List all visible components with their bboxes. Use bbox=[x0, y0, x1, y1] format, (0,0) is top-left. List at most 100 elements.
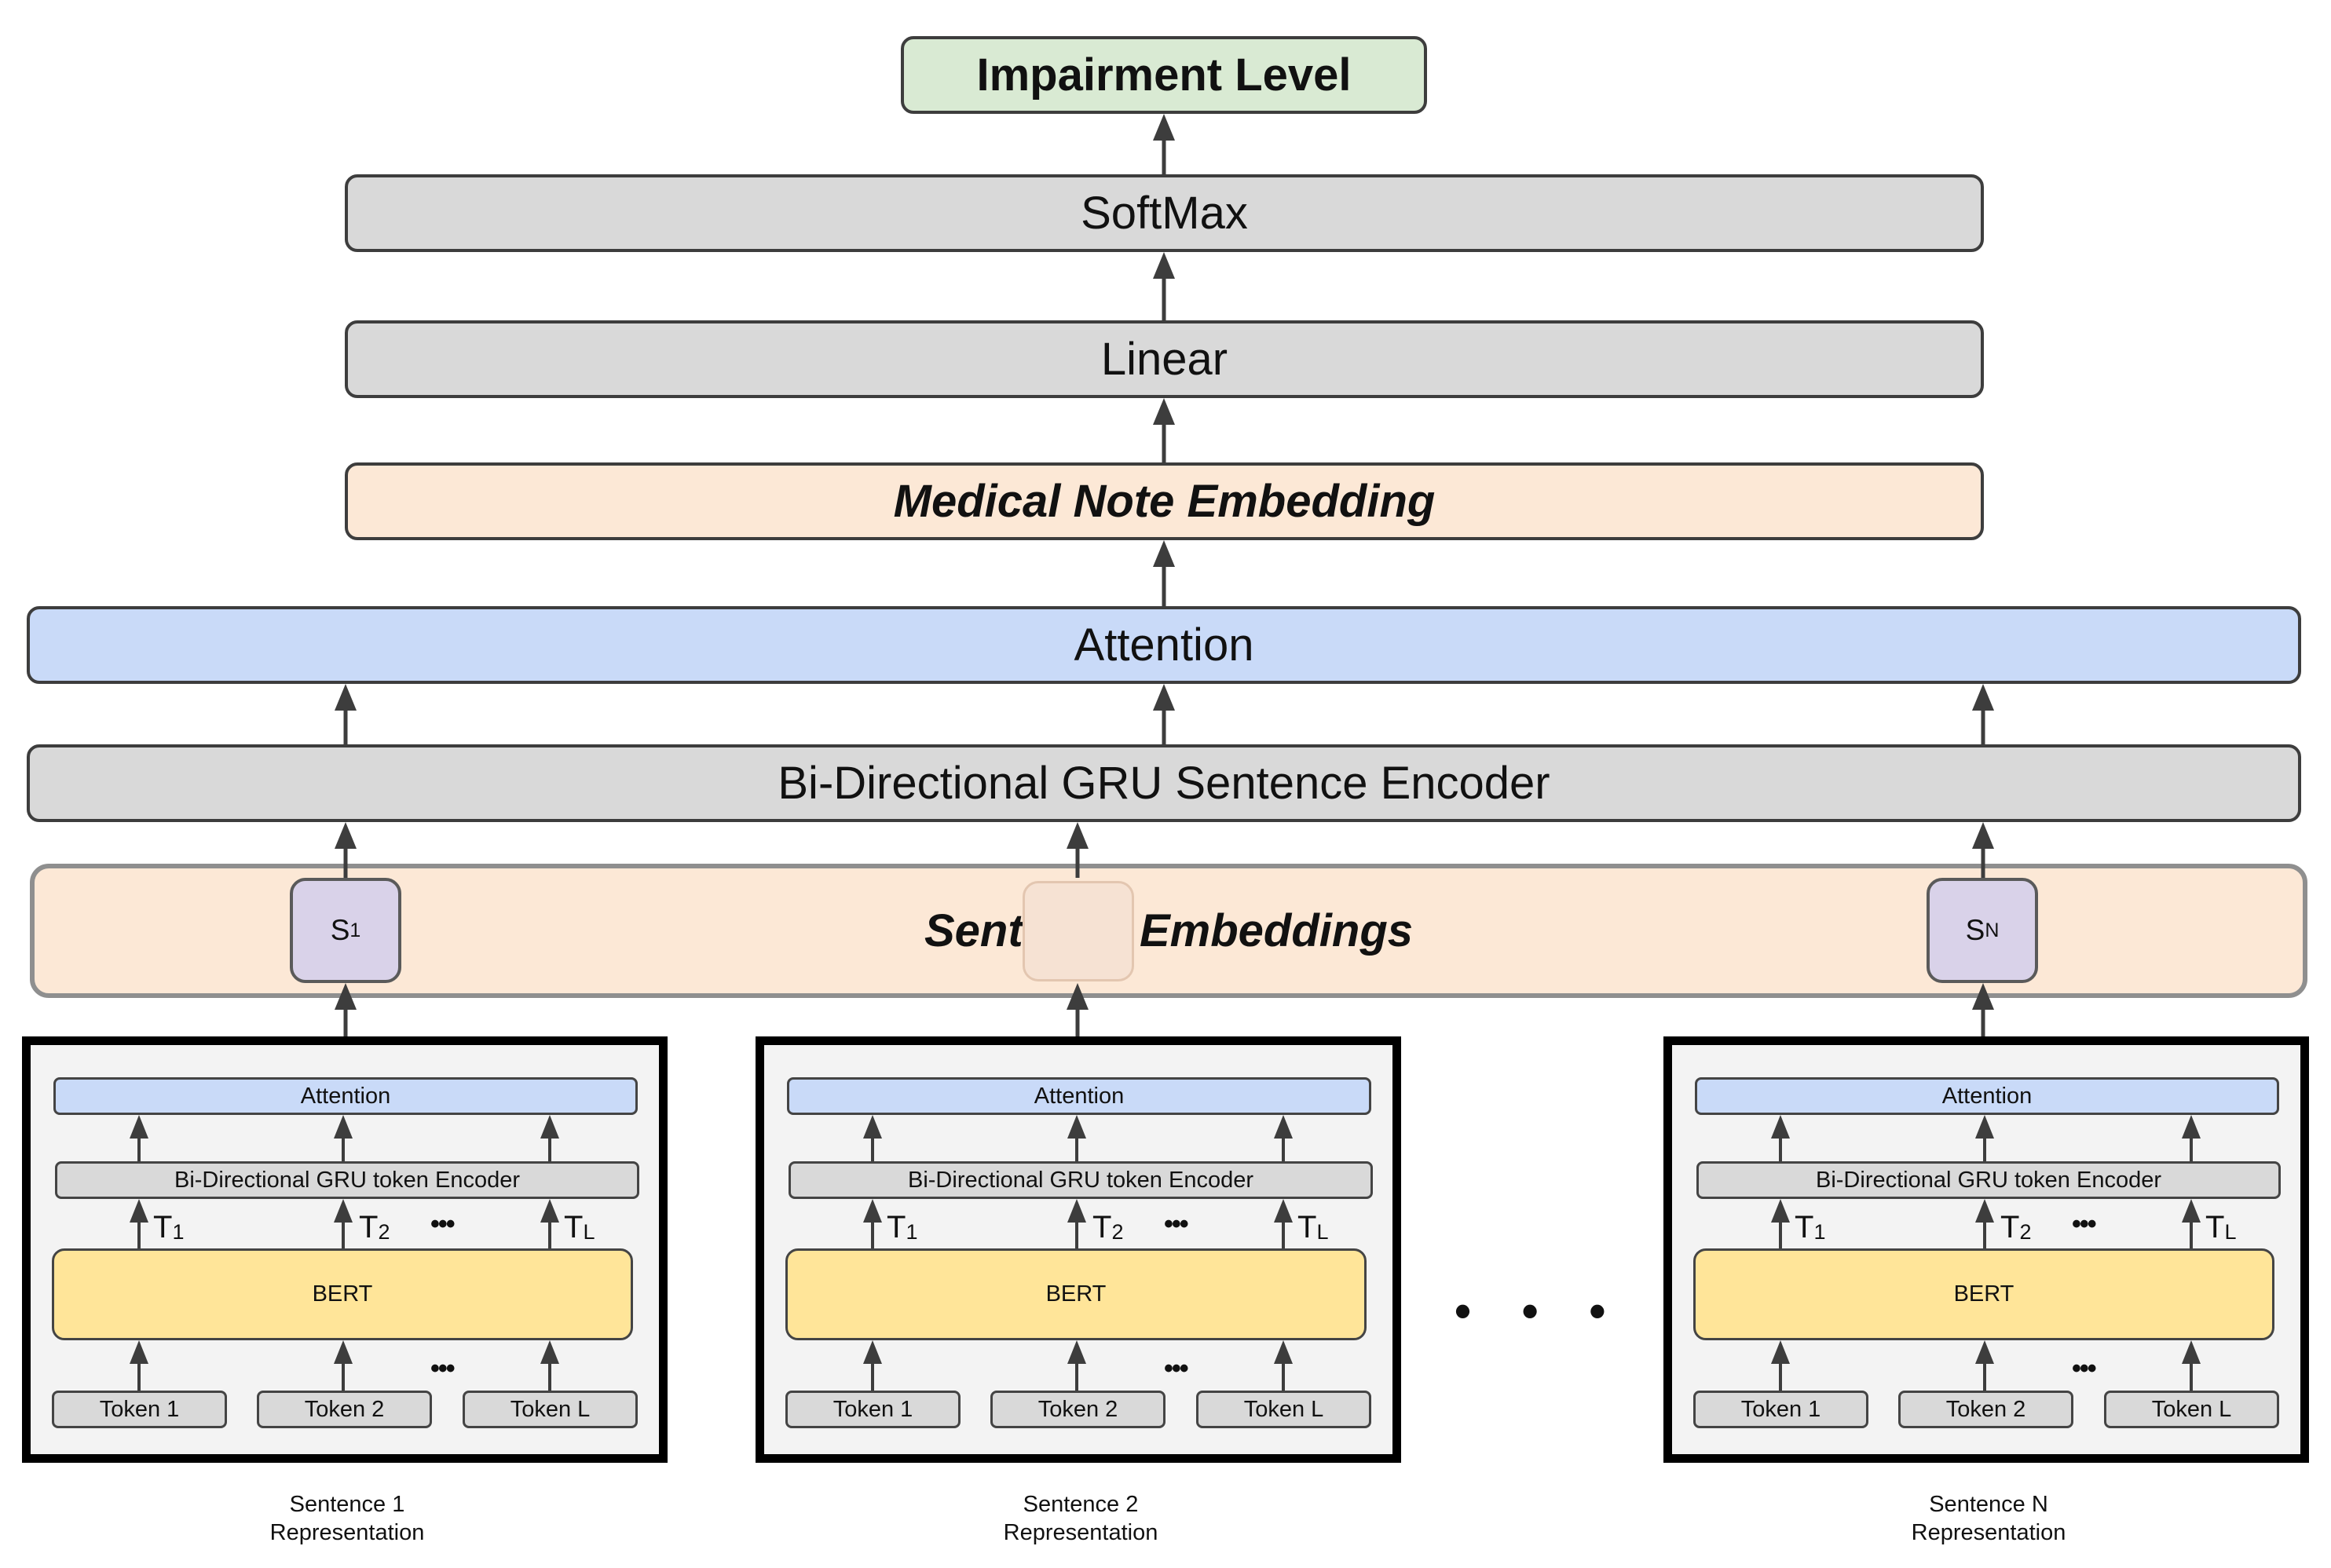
tl-main-n: T bbox=[2205, 1210, 2225, 1245]
t-dots-a: ••• bbox=[430, 1209, 456, 1239]
arrow-p3-enc-att-3-head bbox=[2182, 1115, 2201, 1139]
s1-sub: 1 bbox=[349, 919, 361, 941]
bert-n: BERT bbox=[1693, 1248, 2274, 1340]
arrow-p2-enc-att-2-head bbox=[1067, 1115, 1086, 1139]
arrow-p1-tok-bert-3-head bbox=[540, 1340, 559, 1364]
arrow-emb-to-enc-3-head bbox=[1972, 822, 1994, 849]
arrow-panel-to-emb-2-head bbox=[1067, 983, 1089, 1010]
t2-main-n: T bbox=[2000, 1210, 2020, 1245]
arrow-p1-enc-att-3-head bbox=[540, 1115, 559, 1139]
arrow-p3-tok-bert-3-head bbox=[2182, 1340, 2201, 1364]
t1-sub-a: 1 bbox=[172, 1220, 185, 1244]
t1-label-n: T1 bbox=[1795, 1212, 1825, 1243]
arrow-p1-bert-enc-2-head bbox=[334, 1199, 353, 1223]
caption-s2-line1: Sentence 2 bbox=[1023, 1492, 1139, 1517]
bert-1: BERT bbox=[52, 1248, 633, 1340]
arrow-p2-tok-bert-1-head bbox=[863, 1340, 882, 1364]
medical-note-embedding: Medical Note Embedding bbox=[345, 462, 1984, 540]
t1-main-n: T bbox=[1795, 1210, 1814, 1245]
t1-sub-n: 1 bbox=[1813, 1220, 1826, 1244]
caption-s1-line1: Sentence 1 bbox=[289, 1492, 405, 1517]
arrow-p2-bert-enc-1-head bbox=[863, 1199, 882, 1223]
t2-sub-a: 2 bbox=[378, 1220, 390, 1244]
t1-label-a: T1 bbox=[153, 1212, 184, 1243]
token-2-a: Token 2 bbox=[257, 1391, 432, 1428]
token-dots-n: ••• bbox=[2072, 1354, 2097, 1383]
t2-label-n: T2 bbox=[2000, 1212, 2031, 1243]
arrow-to-note-embedding-head bbox=[1153, 540, 1175, 567]
tl-sub-a: L bbox=[583, 1220, 595, 1244]
token-attention-1: Attention bbox=[53, 1077, 638, 1115]
token-encoder-n: Bi-Directional GRU token Encoder bbox=[1696, 1161, 2281, 1199]
arrow-to-softmax-head bbox=[1153, 252, 1175, 279]
arrow-to-linear-head bbox=[1153, 398, 1175, 425]
tl-label-n: TL bbox=[2205, 1212, 2236, 1243]
arrow-emb-to-enc-1-head bbox=[335, 822, 357, 849]
arrow-panel-to-emb-3-head bbox=[1972, 983, 1994, 1010]
caption-sentence-n: Sentence N Representation bbox=[1824, 1490, 2154, 1547]
arrow-p2-enc-att-3-head bbox=[1274, 1115, 1293, 1139]
tl-main-b: T bbox=[1297, 1210, 1317, 1245]
arrow-p2-tok-bert-2-head bbox=[1067, 1340, 1086, 1364]
token-attention-n: Attention bbox=[1695, 1077, 2279, 1115]
caption-sn-line2: Representation bbox=[1911, 1520, 2066, 1545]
arrow-p1-tok-bert-1-head bbox=[130, 1340, 148, 1364]
arrow-enc-to-att-2-head bbox=[1153, 684, 1175, 711]
t1-main-a: T bbox=[153, 1210, 173, 1245]
arrow-to-output-head bbox=[1153, 114, 1175, 141]
linear-layer: Linear bbox=[345, 320, 1984, 398]
token-1-a: Token 1 bbox=[52, 1391, 227, 1428]
arrow-p1-tok-bert-2-head bbox=[334, 1340, 353, 1364]
arrow-p3-tok-bert-1-head bbox=[1771, 1340, 1790, 1364]
t1-main-b: T bbox=[887, 1210, 906, 1245]
caption-s1-line2: Representation bbox=[269, 1520, 425, 1545]
arrow-p3-bert-enc-3-head bbox=[2182, 1199, 2201, 1223]
caption-sn-line1: Sentence N bbox=[1929, 1492, 2048, 1517]
token-2-b: Token 2 bbox=[990, 1391, 1166, 1428]
t-dots-b: ••• bbox=[1164, 1209, 1189, 1239]
arrow-p1-enc-att-2-head bbox=[334, 1115, 353, 1139]
s1-main: S bbox=[330, 914, 350, 946]
tl-sub-n: L bbox=[2224, 1220, 2237, 1244]
arrow-p3-bert-enc-1-head bbox=[1771, 1199, 1790, 1223]
t1-label-b: T1 bbox=[887, 1212, 917, 1243]
caption-sentence-1: Sentence 1 Representation bbox=[182, 1490, 512, 1547]
arrow-p1-enc-att-1-head bbox=[130, 1115, 148, 1139]
arrow-p2-bert-enc-2-head bbox=[1067, 1199, 1086, 1223]
arrow-p1-bert-enc-3-head bbox=[540, 1199, 559, 1223]
tl-main-a: T bbox=[564, 1210, 584, 1245]
t2-label-b: T2 bbox=[1092, 1212, 1123, 1243]
arrow-p3-enc-att-2-head bbox=[1975, 1115, 1994, 1139]
token-2-n: Token 2 bbox=[1898, 1391, 2073, 1428]
arrow-group bbox=[130, 114, 2201, 1391]
t-dots-n: ••• bbox=[2072, 1209, 2097, 1239]
arrow-p1-bert-enc-1-head bbox=[130, 1199, 148, 1223]
t2-main-b: T bbox=[1092, 1210, 1112, 1245]
sn-main: S bbox=[1965, 914, 1985, 946]
more-sentences-dots: • • • bbox=[1455, 1285, 1625, 1337]
impairment-level-box: Impairment Level bbox=[901, 36, 1427, 114]
t2-sub-b: 2 bbox=[1111, 1220, 1124, 1244]
arrow-p3-enc-att-1-head bbox=[1771, 1115, 1790, 1139]
arrow-panel-to-emb-1-head bbox=[335, 983, 357, 1010]
softmax-layer: SoftMax bbox=[345, 174, 1984, 252]
t2-label-a: T2 bbox=[359, 1212, 390, 1243]
arrow-p2-enc-att-1-head bbox=[863, 1115, 882, 1139]
caption-s2-line2: Representation bbox=[1003, 1520, 1158, 1545]
arrow-enc-to-att-3-head bbox=[1972, 684, 1994, 711]
caption-sentence-2: Sentence 2 Representation bbox=[916, 1490, 1246, 1547]
arrow-p3-tok-bert-2-head bbox=[1975, 1340, 1994, 1364]
arrow-p2-bert-enc-3-head bbox=[1274, 1199, 1293, 1223]
token-1-n: Token 1 bbox=[1693, 1391, 1868, 1428]
arrow-p2-tok-bert-3-head bbox=[1274, 1340, 1293, 1364]
sentence-embedding-s2-faded bbox=[1023, 881, 1134, 981]
sentence-attention-layer: Attention bbox=[27, 606, 2301, 684]
bert-2: BERT bbox=[785, 1248, 1367, 1340]
token-encoder-2: Bi-Directional GRU token Encoder bbox=[789, 1161, 1373, 1199]
t2-main-a: T bbox=[359, 1210, 379, 1245]
t2-sub-n: 2 bbox=[2019, 1220, 2032, 1244]
arrow-enc-to-att-1-head bbox=[335, 684, 357, 711]
